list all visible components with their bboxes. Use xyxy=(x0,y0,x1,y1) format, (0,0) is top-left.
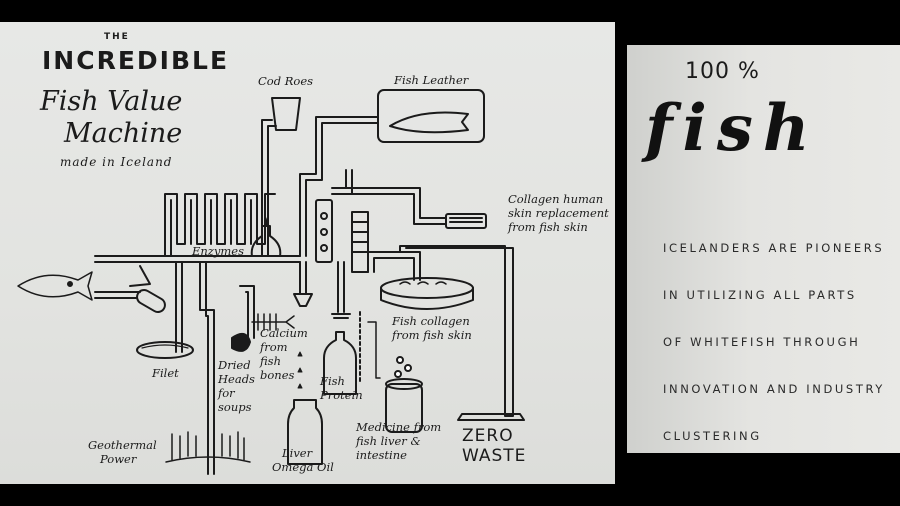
label-calcium: Calcium from fish bones xyxy=(260,326,308,382)
fish-bone-icon xyxy=(251,313,295,331)
label-collagen-skin: Collagen human skin replacement from fis… xyxy=(508,192,609,234)
calcium-pipe xyxy=(239,285,255,339)
fish-sidebar-panel: 100 % fish ICELANDERS ARE PIONEERS IN UT… xyxy=(627,45,900,453)
filet-branch-pipe xyxy=(94,291,141,299)
machine-diagram xyxy=(17,89,525,475)
intake-fish-icon xyxy=(17,271,93,301)
fish-leather-pipe xyxy=(299,116,379,257)
geothermal-icon xyxy=(165,431,251,463)
fish-leather-box xyxy=(377,89,485,143)
protein-valve xyxy=(331,313,351,319)
zero-waste-pipe xyxy=(399,245,514,417)
filet-icon xyxy=(136,341,194,359)
title-machine: Machine xyxy=(64,118,183,149)
label-liver-oil: Liver Omega Oil xyxy=(272,446,334,474)
label-enzymes: Enzymes xyxy=(192,244,244,258)
percent-heading: 100 % xyxy=(685,59,760,84)
cod-roe-cup-icon xyxy=(271,97,301,131)
label-medicine: Medicine from fish liver & intestine xyxy=(356,420,442,462)
fish-brand-text: fish xyxy=(645,91,820,166)
protein-pipe xyxy=(337,261,345,313)
label-fish-leather: Fish Leather xyxy=(394,73,469,87)
label-fish-protein: Fish Protein xyxy=(320,374,363,402)
collagen-pipe xyxy=(367,251,421,281)
fish-leather-icon xyxy=(389,111,469,134)
title-the: THE xyxy=(104,32,130,42)
cod-roe-pipe xyxy=(261,119,277,257)
fish-head-icon xyxy=(231,332,251,352)
title-fish-value: Fish Value xyxy=(40,86,183,117)
protein-bottle-icon xyxy=(323,331,357,395)
sidebar-line-2: IN UTILIZING ALL PARTS xyxy=(663,288,857,302)
title-made-in: made in Iceland xyxy=(60,155,173,169)
label-fish-collagen: Fish collagen from fish skin xyxy=(392,314,472,342)
collagen-skin-pipe xyxy=(331,187,447,225)
sidebar-line-3: OF WHITEFISH THROUGH xyxy=(663,335,861,349)
fish-value-machine-poster: THE INCREDIBLE Fish Value Machine made i… xyxy=(0,22,615,484)
label-zero-waste: ZERO WASTE xyxy=(462,426,527,466)
sidebar-line-4: INNOVATION AND INDUSTRY xyxy=(663,382,885,396)
liver-pipe xyxy=(299,261,307,295)
label-cod-roes: Cod Roes xyxy=(258,74,314,88)
zero-waste-plate xyxy=(457,413,525,421)
enzyme-flask-icon xyxy=(250,225,282,257)
conveyor-belt xyxy=(136,289,166,313)
enzyme-coil xyxy=(164,193,276,257)
label-geothermal: Geothermal Power xyxy=(88,438,157,466)
sidebar-line-1: ICELANDERS ARE PIONEERS xyxy=(663,241,885,255)
valve-column-left xyxy=(315,199,333,263)
label-filet: Filet xyxy=(152,366,179,380)
heads-pipe xyxy=(175,261,183,353)
cutting-blade xyxy=(129,265,151,287)
skin-replacement-tray xyxy=(445,213,487,229)
sidebar-line-5: CLUSTERING xyxy=(663,429,762,443)
title-incredible: INCREDIBLE xyxy=(42,46,230,75)
collagen-bowl-icon xyxy=(380,277,474,299)
medicine-jar-icon xyxy=(385,383,423,433)
medicine-pipe xyxy=(367,321,381,379)
geothermal-pipe xyxy=(199,261,215,475)
liver-funnel xyxy=(293,293,313,307)
label-dried-heads: Dried Heads for soups xyxy=(218,358,255,414)
liver-oil-bottle-icon xyxy=(287,399,323,465)
